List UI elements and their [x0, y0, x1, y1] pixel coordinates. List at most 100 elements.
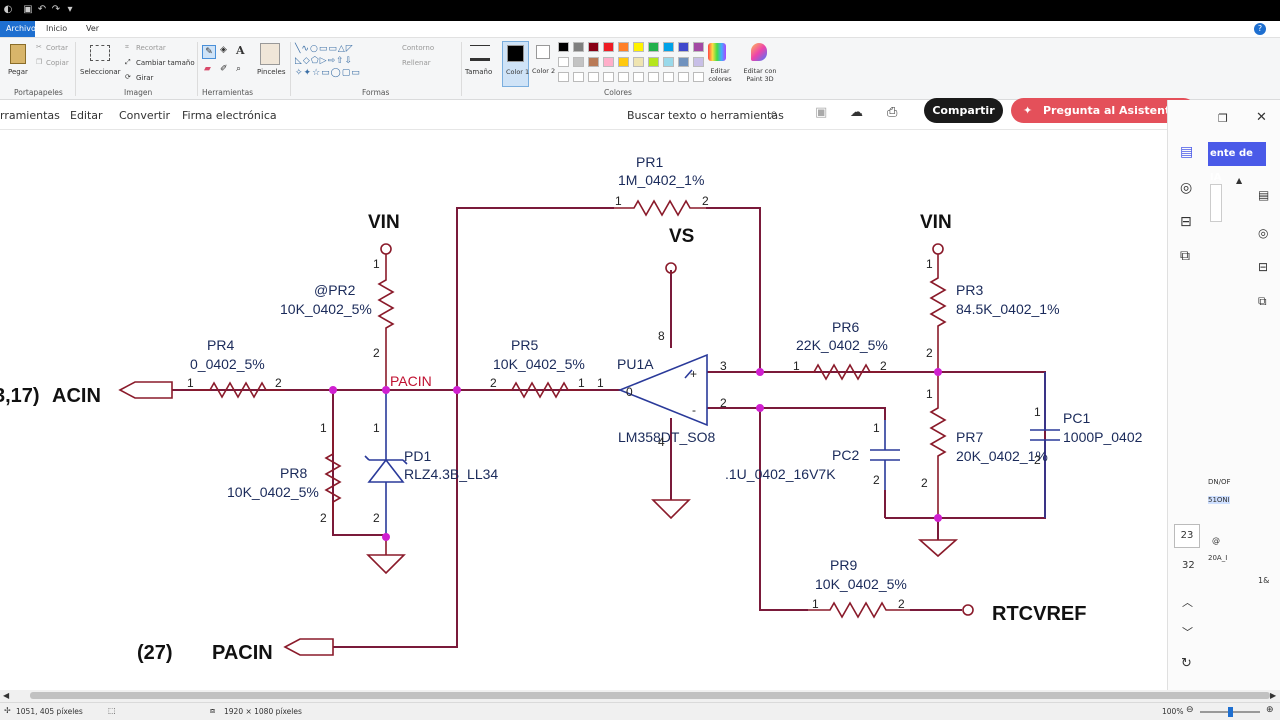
custom-color-slot[interactable]: [588, 72, 599, 82]
comment-panel-icon[interactable]: ▤: [1180, 144, 1194, 160]
schematic-canvas[interactable]: VIN VIN VS PR1 1M_0402_1% @PR2 10K_0402_…: [0, 130, 1167, 690]
custom-color-slot[interactable]: [603, 72, 614, 82]
select-icon[interactable]: [90, 45, 110, 61]
brushes-button[interactable]: Pinceles: [257, 68, 286, 76]
menu-edit[interactable]: Editar: [70, 109, 103, 122]
crop-icon[interactable]: ⌗: [125, 43, 129, 51]
copy-icon[interactable]: ❐: [36, 58, 43, 66]
search-icon[interactable]: ⌕: [770, 106, 778, 122]
custom-color-slot[interactable]: [618, 72, 629, 82]
ai-panel-tab[interactable]: ente de IA: [1208, 142, 1266, 183]
quick-access-dropdown-icon[interactable]: ▾: [67, 4, 73, 15]
side-tool-icon[interactable]: ⊟: [1258, 260, 1269, 274]
zoom-slider-thumb[interactable]: [1228, 707, 1233, 717]
palette-swatch[interactable]: [618, 57, 629, 67]
share-button[interactable]: Compartir: [924, 98, 1003, 123]
rotate-button[interactable]: Girar: [136, 74, 154, 82]
palette-swatch[interactable]: [588, 42, 599, 52]
menu-tools[interactable]: rramientas: [0, 109, 60, 122]
page-current-input[interactable]: 23: [1174, 524, 1200, 548]
save-file-icon[interactable]: ▣: [815, 105, 828, 120]
palette-swatch[interactable]: [603, 42, 614, 52]
brush-icon[interactable]: [260, 43, 280, 65]
cut-button[interactable]: Cortar: [46, 44, 68, 52]
palette-swatch[interactable]: [693, 42, 704, 52]
custom-color-slot[interactable]: [693, 72, 704, 82]
fill-icon[interactable]: ◈: [220, 45, 227, 55]
side-scroll-up-icon[interactable]: ▲: [1236, 176, 1243, 185]
color2-swatch[interactable]: [536, 45, 550, 59]
paste-icon[interactable]: [10, 44, 26, 64]
copy-button[interactable]: Copiar: [46, 59, 69, 67]
page-up-icon[interactable]: ︿: [1182, 596, 1193, 609]
attachment-icon[interactable]: ◎: [1180, 180, 1193, 196]
palette-swatch[interactable]: [633, 42, 644, 52]
page-down-icon[interactable]: ﹀: [1182, 626, 1193, 639]
print-icon[interactable]: ⎙: [887, 105, 898, 120]
search-tools-input[interactable]: Buscar texto o herramientas: [627, 109, 784, 122]
custom-color-slot[interactable]: [633, 72, 644, 82]
color2-button[interactable]: Color 2: [532, 67, 556, 75]
palette-swatch[interactable]: [678, 57, 689, 67]
window-restore-icon[interactable]: ❐: [1218, 112, 1228, 125]
tab-inicio[interactable]: Inicio: [46, 24, 68, 33]
scrollbar-thumb[interactable]: [30, 692, 1270, 699]
resize-button[interactable]: Cambiar tamaño: [136, 59, 195, 67]
fill-button[interactable]: Rellenar: [402, 59, 431, 67]
palette-swatch[interactable]: [633, 57, 644, 67]
color1-button[interactable]: Color 1: [502, 41, 529, 87]
zoom-out-icon[interactable]: ⊖: [1186, 705, 1194, 715]
edit-colors-icon[interactable]: [708, 43, 726, 61]
color-palette[interactable]: [558, 42, 708, 84]
scroll-right-icon[interactable]: ▶: [1270, 691, 1277, 700]
palette-swatch[interactable]: [648, 57, 659, 67]
scroll-left-icon[interactable]: ◀: [3, 691, 10, 700]
custom-color-slot[interactable]: [678, 72, 689, 82]
refresh-icon[interactable]: ↻: [1181, 656, 1192, 671]
zoom-in-icon[interactable]: ⊕: [1266, 705, 1274, 715]
bookmark-icon[interactable]: ⊟: [1180, 214, 1192, 230]
crop-button[interactable]: Recortar: [136, 44, 166, 52]
select-button[interactable]: Seleccionar: [80, 68, 121, 76]
menu-sign[interactable]: Firma electrónica: [182, 109, 277, 122]
paint3d-button[interactable]: Editar con Paint 3D: [743, 67, 777, 83]
paint3d-icon[interactable]: [751, 43, 767, 61]
cut-icon[interactable]: ✂: [36, 43, 42, 51]
palette-swatch[interactable]: [558, 57, 569, 67]
help-icon[interactable]: ?: [1254, 23, 1266, 35]
upload-cloud-icon[interactable]: ☁: [850, 105, 863, 120]
side-tool-icon[interactable]: ⧉: [1258, 294, 1267, 308]
zoom-slider[interactable]: [1200, 707, 1260, 717]
text-icon[interactable]: A: [236, 44, 245, 57]
color-picker-icon[interactable]: ✐: [220, 64, 228, 74]
custom-color-slot[interactable]: [573, 72, 584, 82]
eraser-icon[interactable]: ▰: [204, 64, 211, 74]
custom-color-slot[interactable]: [558, 72, 569, 82]
window-close-icon[interactable]: ✕: [1256, 110, 1267, 125]
redo-icon[interactable]: ↷: [51, 4, 61, 15]
custom-color-slot[interactable]: [663, 72, 674, 82]
palette-swatch[interactable]: [678, 42, 689, 52]
shapes-gallery[interactable]: ╲∿○▭▭△◸◺◇⬠▷⇨⇧⇩✧✦☆▭◯▢▭: [295, 44, 361, 78]
paste-button[interactable]: Pegar: [8, 68, 28, 76]
palette-swatch[interactable]: [558, 42, 569, 52]
side-tool-icon[interactable]: ◎: [1258, 226, 1269, 240]
pencil-icon[interactable]: ✎: [202, 45, 216, 59]
palette-swatch[interactable]: [573, 42, 584, 52]
side-edit-icon[interactable]: ▤: [1258, 188, 1270, 202]
pages-icon[interactable]: ⧉: [1180, 248, 1190, 264]
outline-button[interactable]: Contorno: [402, 44, 435, 52]
palette-swatch[interactable]: [663, 57, 674, 67]
resize-icon[interactable]: ⤢: [125, 58, 131, 66]
palette-swatch[interactable]: [588, 57, 599, 67]
magnifier-icon[interactable]: ⌕: [236, 64, 242, 74]
undo-icon[interactable]: ↶: [37, 4, 47, 15]
palette-swatch[interactable]: [573, 57, 584, 67]
size-icon[interactable]: [470, 45, 490, 61]
tab-archivo[interactable]: Archivo: [0, 21, 36, 37]
rotate-icon[interactable]: ⟳: [125, 73, 131, 81]
palette-swatch[interactable]: [663, 42, 674, 52]
horizontal-scrollbar[interactable]: ◀ ▶: [0, 690, 1280, 702]
menu-convert[interactable]: Convertir: [119, 109, 171, 122]
palette-swatch[interactable]: [693, 57, 704, 67]
